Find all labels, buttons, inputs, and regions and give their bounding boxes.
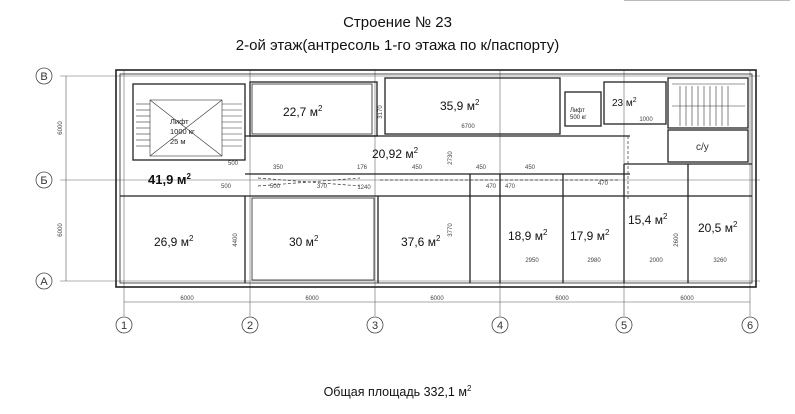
lift-labels: Лифт 1000 кг 25 м Лифт 500 кг [170,108,587,146]
dim-misc-3770: 3770 [448,223,454,237]
lift-label-2: 1000 кг [170,127,195,136]
dim-misc-370: 370 [317,184,328,190]
interior-walls [120,77,752,283]
dimension-texts: 6000 6000 6000 6000 6000 6000 6000 6700 … [58,105,727,302]
dim-misc-4400: 4400 [233,233,239,247]
top-rule [624,0,790,1]
page-title: Строение № 23 [343,14,452,31]
dim-misc-500b: 500 [221,184,232,190]
dim-misc-470a: 470 [486,184,497,190]
dim-misc-1000: 1000 [639,117,653,123]
outer-walls [115,69,757,288]
dim-misc-350: 350 [273,165,284,171]
dim-misc-176: 176 [357,165,368,171]
axis-lines [60,70,760,316]
axis-col-2: 2 [247,320,253,332]
dim-misc-3170: 3170 [378,105,384,119]
dim-misc-450a: 450 [412,165,423,171]
axis-row-v: В [40,71,47,83]
axis-row-a: А [40,276,48,288]
axis-col-1: 1 [121,320,127,332]
dim-bay-4: 6000 [555,296,569,302]
dim-bay-3: 6000 [430,296,444,302]
room-labels: 22,7 м2 35,9 м2 23 м2 20,92 м2 41,9 м2 2… [148,97,738,249]
dimension-lines [65,76,750,303]
dim-misc-450c: 450 [525,165,536,171]
room-area: 37,6 м2 [401,234,441,249]
stair-right [672,83,745,126]
dim-misc-2000: 2000 [649,258,663,264]
dim-row-ab: 6000 [58,223,64,237]
dim-misc-2950: 2950 [525,258,539,264]
dim-row-bv: 6000 [58,121,64,135]
lift-small-label-2: 500 кг [570,115,587,121]
dim-misc-2730: 2730 [448,151,454,165]
axis-col-6: 6 [747,320,753,332]
dim-misc-2600: 2600 [674,233,680,247]
dim-misc-470b: 470 [505,184,516,190]
stair-left [136,99,242,157]
axis-row-b: Б [40,175,47,187]
axis-col-3: 3 [372,320,378,332]
room-area: 20,92 м2 [372,146,419,161]
dim-misc-500a: 500 [228,161,239,167]
axis-col-5: 5 [621,320,627,332]
axis-col-4: 4 [497,320,503,332]
total-area-sup: 2 [466,384,472,393]
room-area: 30 м2 [289,234,319,249]
room-area: 18,9 м2 [508,228,548,243]
axis-labels: В Б А 1 2 3 4 5 6 [40,71,753,332]
lift-label-3: 25 м [170,137,186,146]
room-area: 15,4 м2 [628,212,668,227]
room-area: 17,9 м2 [570,228,610,243]
total-area: Общая площадь 332,1 м2 [0,384,795,399]
room-area: 41,9 м2 [148,172,192,187]
dim-bay-1: 6000 [180,296,194,302]
room-area: 26,9 м2 [154,234,194,249]
lift-small-label-1: Лифт [570,108,585,114]
corridor-dashes [257,136,629,200]
axis-bubbles [35,67,759,334]
dim-misc-3260: 3260 [713,258,727,264]
dim-bay-5: 6000 [680,296,694,302]
dim-misc-6700: 6700 [461,124,475,130]
wc-label: с/у [696,142,709,153]
room-area: 20,5 м2 [698,220,738,235]
dim-misc-500c: 500 [270,184,281,190]
lift-label-1: Лифт [170,117,189,126]
dim-bay-2: 6000 [305,296,319,302]
room-area: 22,7 м2 [283,104,323,119]
dim-misc-450b: 450 [476,165,487,171]
room-area: 35,9 м2 [440,98,480,113]
total-area-text: Общая площадь 332,1 м [323,385,467,400]
page-subtitle: 2-ой этаж(антресоль 1-го этажа по к/пасп… [235,37,560,54]
room-area: 23 м2 [612,97,637,109]
dim-misc-470c: 470 [598,181,609,187]
dim-misc-1240: 1240 [357,185,371,191]
dim-misc-2980: 2980 [587,258,601,264]
